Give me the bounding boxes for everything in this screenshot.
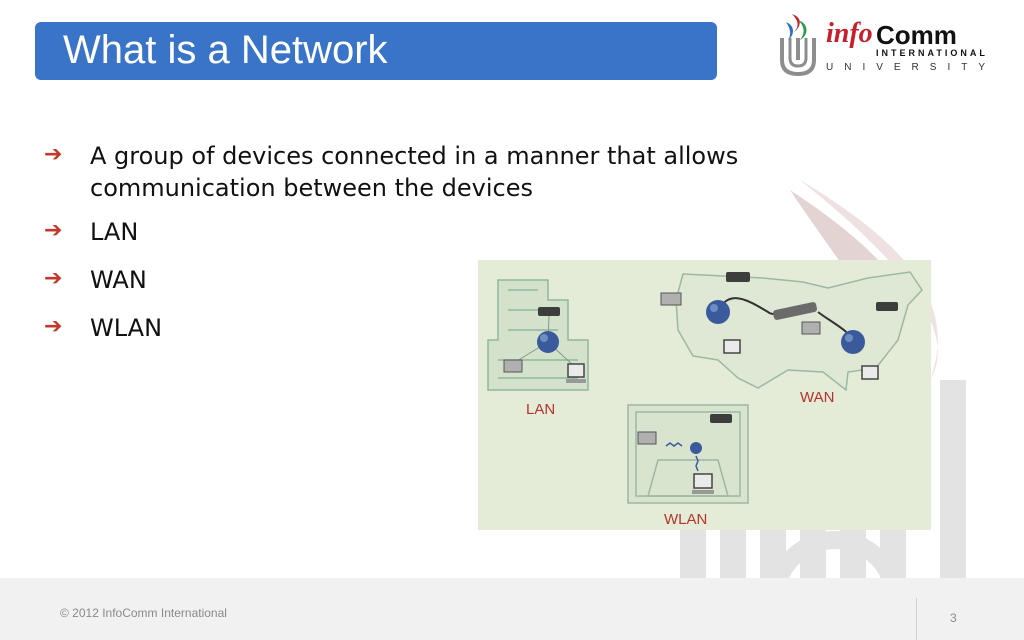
bullet-text: A group of devices connected in a manner…	[90, 142, 739, 202]
right-arrow-icon: ➔	[44, 266, 63, 291]
wlan-devices	[637, 414, 732, 494]
page-number: 3	[950, 611, 957, 625]
logo-university-text: UNIVERSITY	[826, 62, 997, 73]
bullet-item: ➔ WLAN	[44, 312, 864, 344]
wan-map	[675, 271, 923, 392]
bullet-item: ➔ WAN	[44, 264, 864, 296]
logo-international-text: INTERNATIONAL	[876, 48, 988, 58]
bullet-list: ➔ A group of devices connected in a mann…	[44, 140, 864, 360]
title-bar: What is a Network	[35, 22, 717, 80]
bullet-text: WAN	[90, 266, 147, 294]
bullet-item: ➔ A group of devices connected in a mann…	[44, 140, 864, 204]
infocomm-logo: info Comm INTERNATIONAL UNIVERSITY	[774, 8, 985, 80]
footer-bar	[0, 578, 1024, 640]
right-arrow-icon: ➔	[44, 142, 63, 167]
wan-label: WAN	[800, 389, 834, 406]
infocomm-emblem-icon	[780, 14, 816, 77]
bullet-item: ➔ LAN	[44, 216, 864, 248]
right-arrow-icon: ➔	[44, 314, 63, 339]
logo-info-text: info	[826, 18, 873, 49]
page-title: What is a Network	[63, 28, 388, 72]
footer-copyright: © 2012 InfoComm International	[60, 606, 227, 620]
lan-devices	[503, 307, 586, 383]
network-diagram: LAN WAN	[487, 271, 923, 528]
wan-devices	[660, 272, 898, 380]
network-types-figure: LAN WAN	[478, 260, 931, 530]
right-arrow-icon: ➔	[44, 218, 63, 243]
wlan-label: WLAN	[664, 511, 707, 528]
bullet-text: WLAN	[90, 314, 163, 342]
bullet-text: LAN	[90, 218, 139, 246]
footer-divider	[916, 598, 917, 640]
lan-label: LAN	[526, 401, 555, 418]
logo-comm-text: Comm	[876, 20, 957, 50]
